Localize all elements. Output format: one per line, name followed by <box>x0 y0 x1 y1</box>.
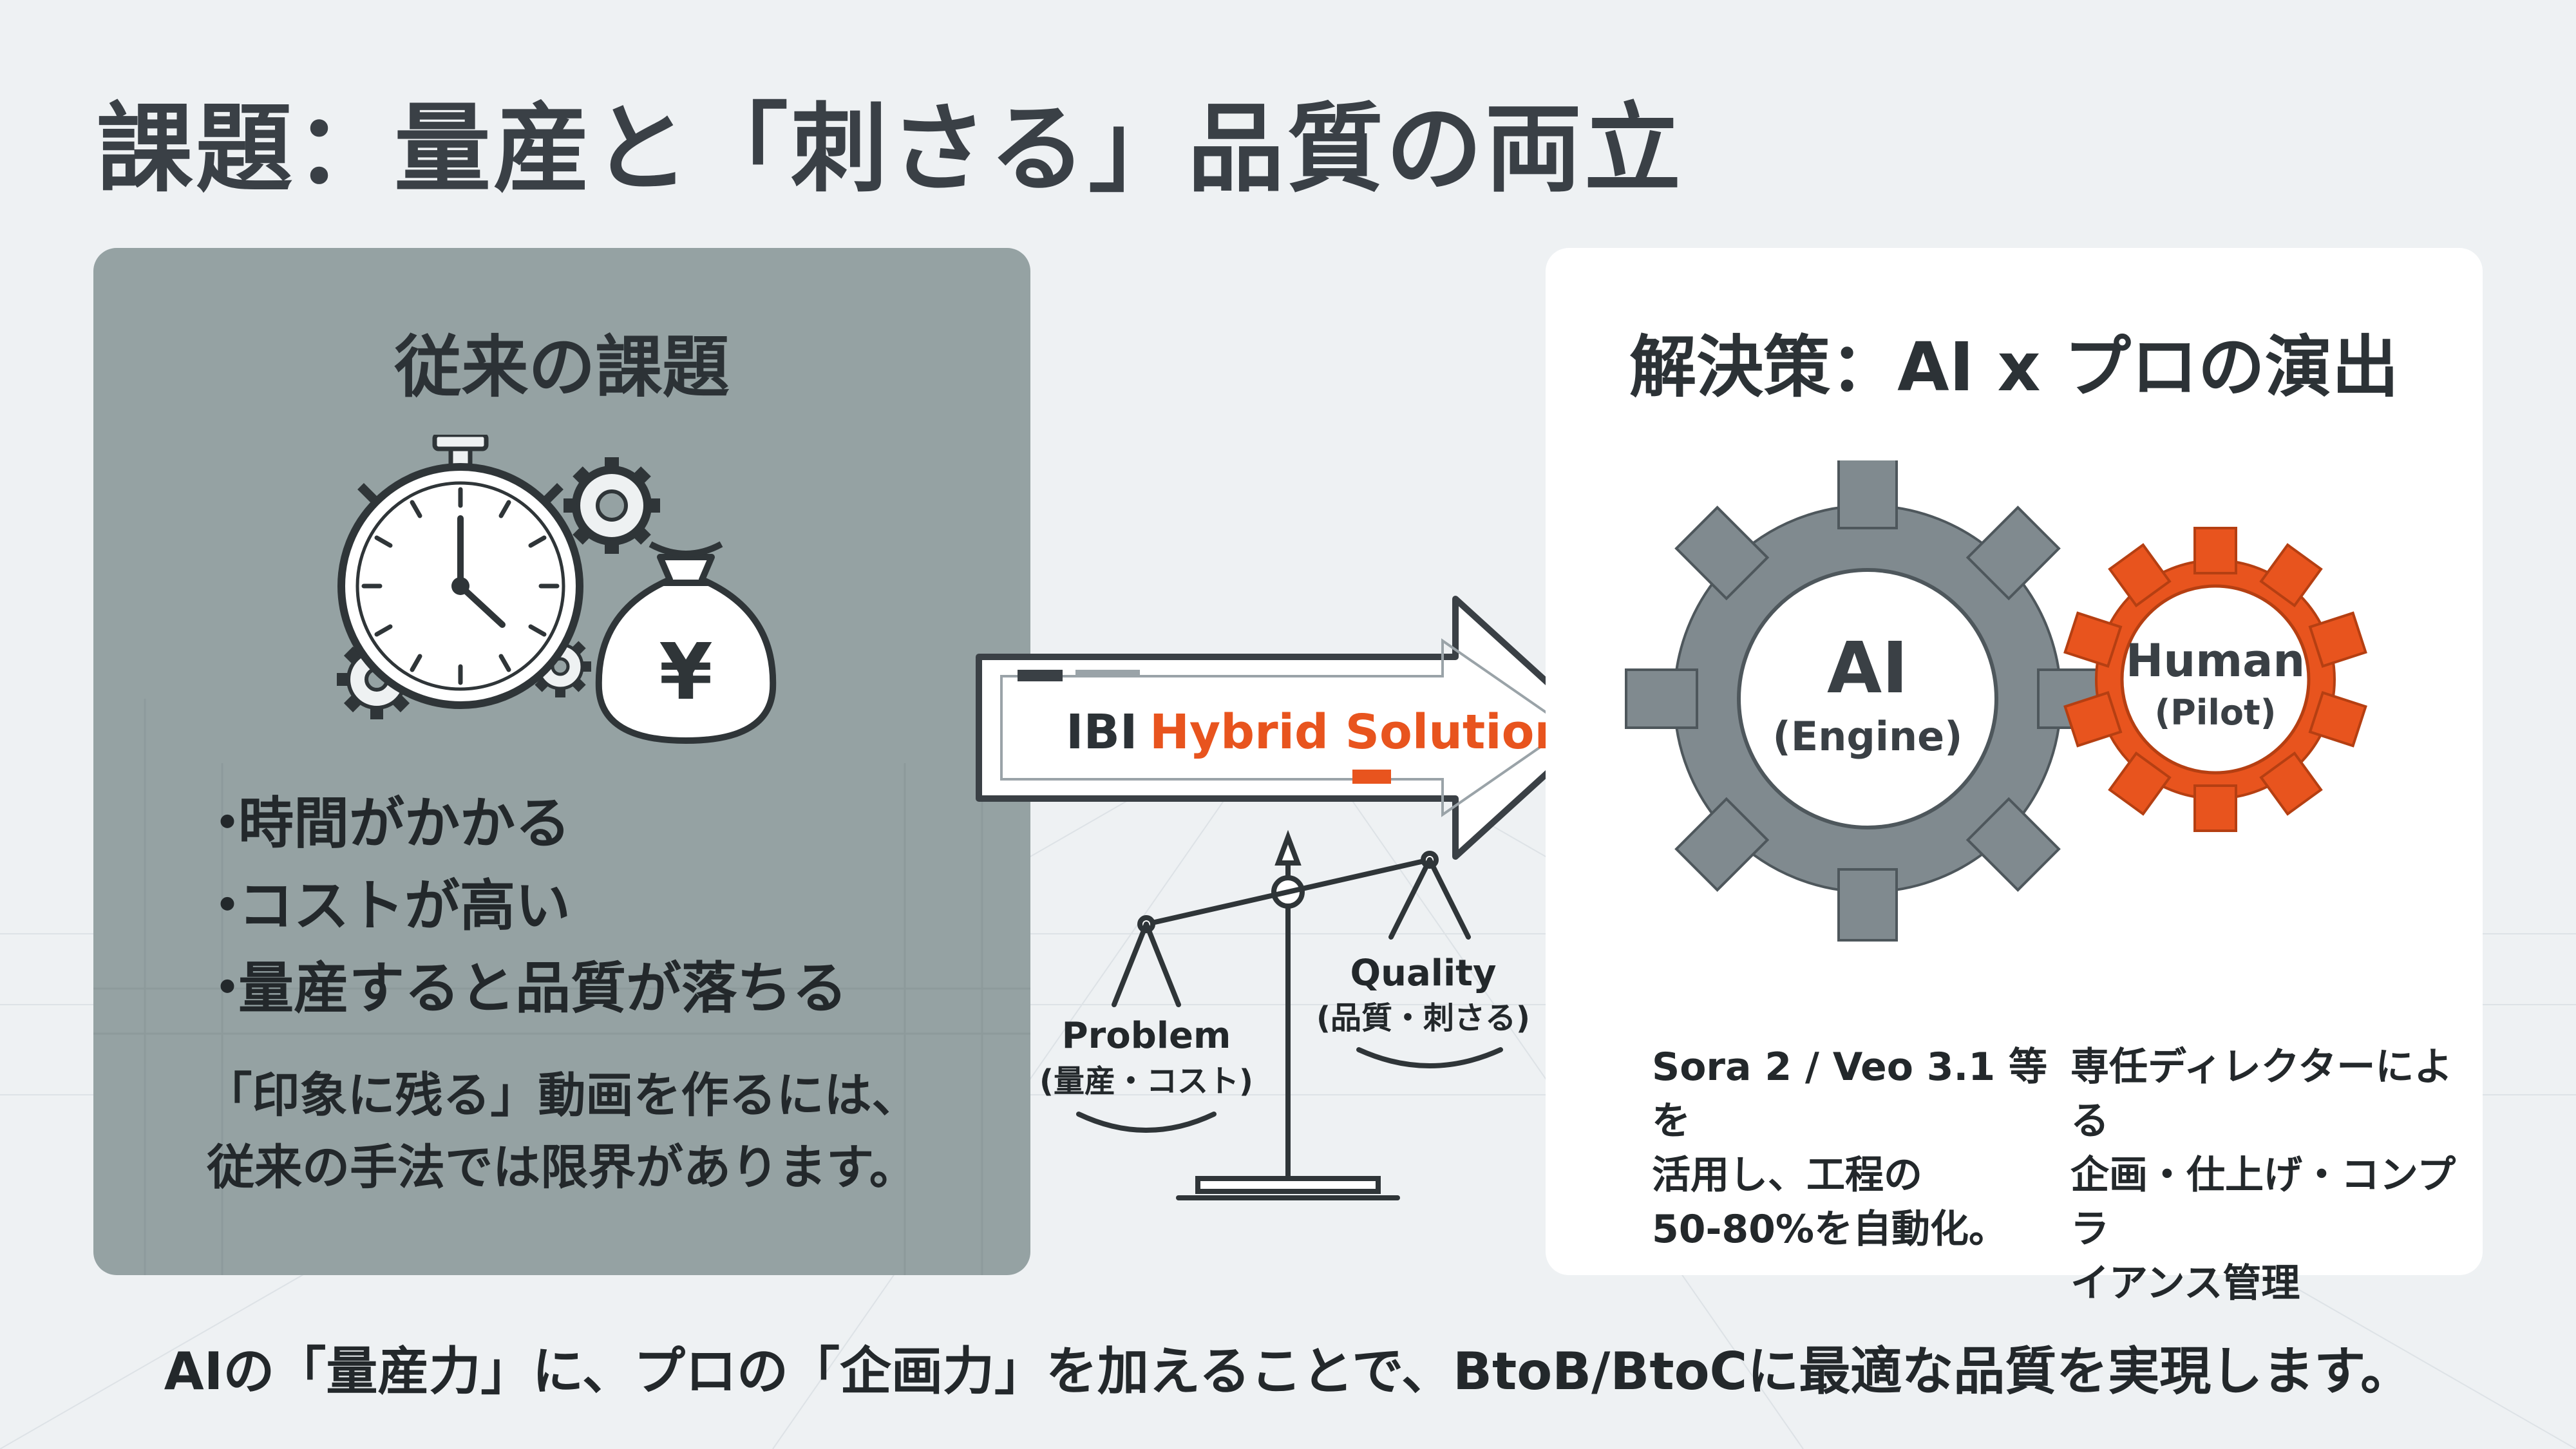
problem-label: Problem <box>1062 1015 1231 1057</box>
human-gear-icon: Human (Pilot) <box>2063 527 2367 832</box>
ai-gear-icon: AI (Engine) <box>1625 460 2110 942</box>
list-item: ・コストが高い <box>200 874 571 938</box>
solution-panel: 解決策：AI x プロの演出 AI (Engine) <box>1546 248 2483 1306</box>
problem-panel: 従来の課題 <box>93 248 1030 1275</box>
human-gear-title: Human <box>2126 634 2305 687</box>
page-title: 課題：量産と「刺さる」品質の両立 <box>97 93 1684 205</box>
list-item: ・量産すると品質が落ちる <box>200 956 848 1021</box>
hybrid-solution-arrow: IBI Hybrid Solution <box>976 596 1600 860</box>
footer-summary: AIの「量産力」に、プロの「企画力」を加えることで、BtoB/BtoCに最適な品… <box>164 1341 2412 1401</box>
balance-scale-icon <box>1076 829 1503 1200</box>
panel-building-lines <box>93 699 1030 1275</box>
quality-label: Quality <box>1350 952 1497 994</box>
hybrid-solution-graphic: IBI Hybrid Solution Problem (量産・コスト) Qua… <box>976 596 1600 1200</box>
problem-heading: 従来の課題 <box>394 328 730 406</box>
ai-description: Sora 2 / Veo 3.1 等を 活用し、工程の 50-80%を自動化。 <box>1652 1045 2047 1252</box>
yen-symbol: ¥ <box>659 628 713 717</box>
ai-gear-title: AI <box>1827 627 1908 709</box>
ai-gear-subtitle: (Engine) <box>1773 713 1963 760</box>
arrow-prefix-label: IBI <box>1066 705 1137 760</box>
stopwatch-money-illustration: ¥ <box>337 435 777 744</box>
money-bag-icon: ¥ <box>595 541 777 744</box>
gear-small-top-icon <box>564 457 660 554</box>
quality-sublabel: (品質・刺さる) <box>1316 1000 1530 1036</box>
human-gear-subtitle: (Pilot) <box>2155 692 2277 733</box>
ai-human-gears: AI (Engine) Human (Pilot) <box>1625 460 2367 942</box>
problem-sublabel: (量産・コスト) <box>1039 1063 1253 1099</box>
stopwatch-icon <box>337 435 583 709</box>
problem-note: 「印象に残る」動画を作るには、 従来の手法では限界があります。 <box>204 1068 920 1195</box>
solution-heading: 解決策：AI x プロの演出 <box>1629 328 2399 406</box>
human-description: 専任ディレクターによる 企画・仕上げ・コンプラ イアンス管理 <box>2070 1045 2456 1306</box>
list-item: ・時間がかかる <box>200 791 571 856</box>
arrow-solution-label: Hybrid Solution <box>1150 705 1568 760</box>
problem-list: ・時間がかかる ・コストが高い ・量産すると品質が落ちる <box>200 782 848 1030</box>
